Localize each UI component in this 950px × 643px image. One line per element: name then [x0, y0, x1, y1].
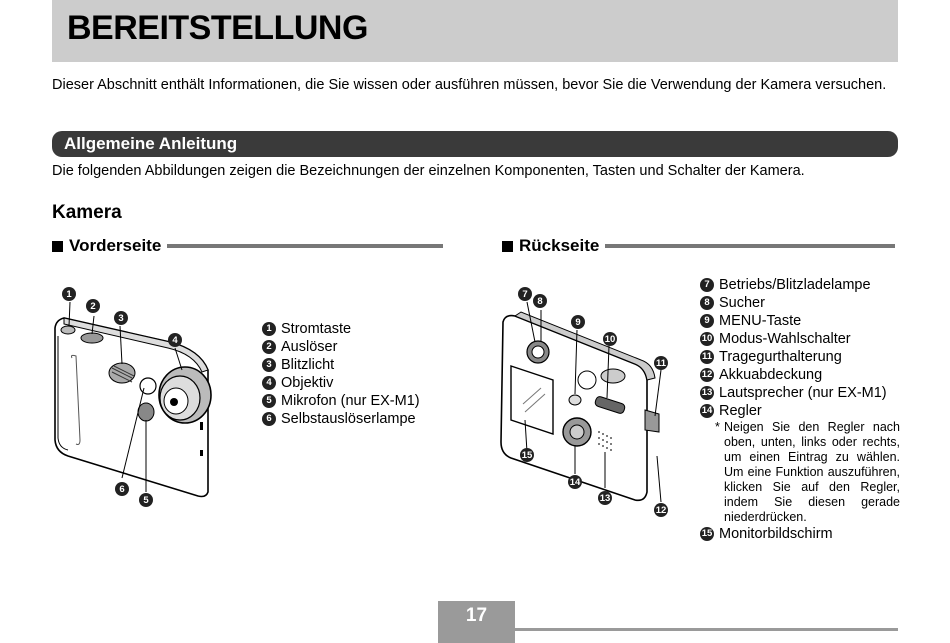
- page-number-box: 17: [438, 601, 515, 643]
- heading-rule: [167, 244, 444, 248]
- number-badge: 10: [700, 332, 714, 346]
- legend-label: Monitorbildschirm: [719, 526, 833, 542]
- number-badge: 11: [700, 350, 714, 364]
- number-badge: 12: [700, 368, 714, 382]
- front-heading: Vorderseite: [52, 236, 444, 256]
- legend-item: 2 Auslöser: [262, 338, 420, 356]
- callout-14: 14: [568, 475, 582, 489]
- number-badge: 2: [262, 340, 276, 354]
- front-heading-label: Vorderseite: [69, 236, 162, 255]
- legend-item: 14 Regler: [700, 402, 900, 420]
- callout-15: 15: [520, 448, 534, 462]
- number-badge: 13: [700, 386, 714, 400]
- legend-item: 11 Tragegurthalterung: [700, 348, 900, 366]
- footer-rule: [515, 628, 898, 631]
- number-badge: 15: [700, 527, 714, 541]
- title-bar: BEREITSTELLUNG: [52, 0, 898, 62]
- section-bar: Allgemeine Anleitung: [52, 131, 898, 157]
- legend-label: Mikrofon (nur EX-M1): [281, 393, 420, 409]
- callout-13: 13: [598, 491, 612, 505]
- front-legend: 1 Stromtaste 2 Auslöser 3 Blitzlicht 4 Objek…: [262, 320, 420, 428]
- back-heading-label: Rückseite: [519, 236, 600, 255]
- legend-label: Auslöser: [281, 339, 338, 355]
- callout-6: 6: [115, 482, 129, 496]
- callout-9: 9: [571, 315, 585, 329]
- legend-label: Regler: [719, 403, 762, 419]
- number-badge: 9: [700, 314, 714, 328]
- callout-4: 4: [168, 333, 182, 347]
- legend-item: 10 Modus-Wahlschalter: [700, 330, 900, 348]
- callout-8: 8: [533, 294, 547, 308]
- camera-back-illustration: [500, 301, 662, 503]
- camera-front-illustration: [54, 301, 212, 498]
- controller-note: * Neigen Sie den Regler nach oben, unten…: [715, 420, 900, 525]
- legend-item: 12 Akkuabdeckung: [700, 366, 900, 384]
- legend-item: 3 Blitzlicht: [262, 356, 420, 374]
- callout-12: 12: [654, 503, 668, 517]
- number-badge: 8: [700, 296, 714, 310]
- legend-label: MENU-Taste: [719, 313, 802, 329]
- note-text: Neigen Sie den Regler nach oben, unten, …: [724, 420, 900, 524]
- legend-item: 6 Selbstauslöserlampe: [262, 410, 420, 428]
- callout-7: 7: [518, 287, 532, 301]
- number-badge: 14: [700, 404, 714, 418]
- kamera-heading: Kamera: [52, 202, 122, 223]
- callout-3: 3: [114, 311, 128, 325]
- callout-10: 10: [603, 332, 617, 346]
- legend-label: Stromtaste: [281, 321, 352, 337]
- legend-label: Blitzlicht: [281, 357, 335, 373]
- callout-11: 11: [654, 356, 668, 370]
- square-bullet-icon: [502, 240, 513, 252]
- note-asterisk: *: [715, 420, 720, 434]
- legend-label: Tragegurthalterung: [719, 349, 842, 365]
- back-legend: 7 Betriebs/Blitzladelampe 8 Sucher 9 MENU-T…: [700, 276, 900, 543]
- number-badge: 4: [262, 376, 276, 390]
- legend-item: 13 Lautsprecher (nur EX-M1): [700, 384, 900, 402]
- section-title: Allgemeine Anleitung: [64, 134, 238, 153]
- number-badge: 3: [262, 358, 276, 372]
- legend-item: 8 Sucher: [700, 294, 900, 312]
- callout-1: 1: [62, 287, 76, 301]
- back-heading: Rückseite: [502, 236, 896, 256]
- legend-label: Lautsprecher (nur EX-M1): [719, 385, 887, 401]
- intro-text: Dieser Abschnitt enthält Informationen, …: [52, 77, 887, 93]
- heading-rule: [605, 244, 896, 248]
- legend-item: 7 Betriebs/Blitzladelampe: [700, 276, 900, 294]
- legend-item: 5 Mikrofon (nur EX-M1): [262, 392, 420, 410]
- legend-item: 4 Objektiv: [262, 374, 420, 392]
- legend-label: Modus-Wahlschalter: [719, 331, 851, 347]
- callout-2: 2: [86, 299, 100, 313]
- page-title: BEREITSTELLUNG: [67, 9, 368, 47]
- legend-label: Betriebs/Blitzladelampe: [719, 277, 871, 293]
- legend-label: Selbstauslöserlampe: [281, 411, 416, 427]
- number-badge: 7: [700, 278, 714, 292]
- section-description: Die folgenden Abbildungen zeigen die Bez…: [52, 163, 805, 179]
- page-number: 17: [465, 605, 488, 626]
- legend-label: Akkuabdeckung: [719, 367, 823, 383]
- legend-item: 15 Monitorbildschirm: [700, 525, 900, 543]
- legend-label: Objektiv: [281, 375, 334, 391]
- number-badge: 5: [262, 394, 276, 408]
- square-bullet-icon: [52, 240, 63, 252]
- legend-item: 9 MENU-Taste: [700, 312, 900, 330]
- number-badge: 6: [262, 412, 276, 426]
- legend-label: Sucher: [719, 295, 765, 311]
- callout-5: 5: [139, 493, 153, 507]
- legend-item: 1 Stromtaste: [262, 320, 420, 338]
- number-badge: 1: [262, 322, 276, 336]
